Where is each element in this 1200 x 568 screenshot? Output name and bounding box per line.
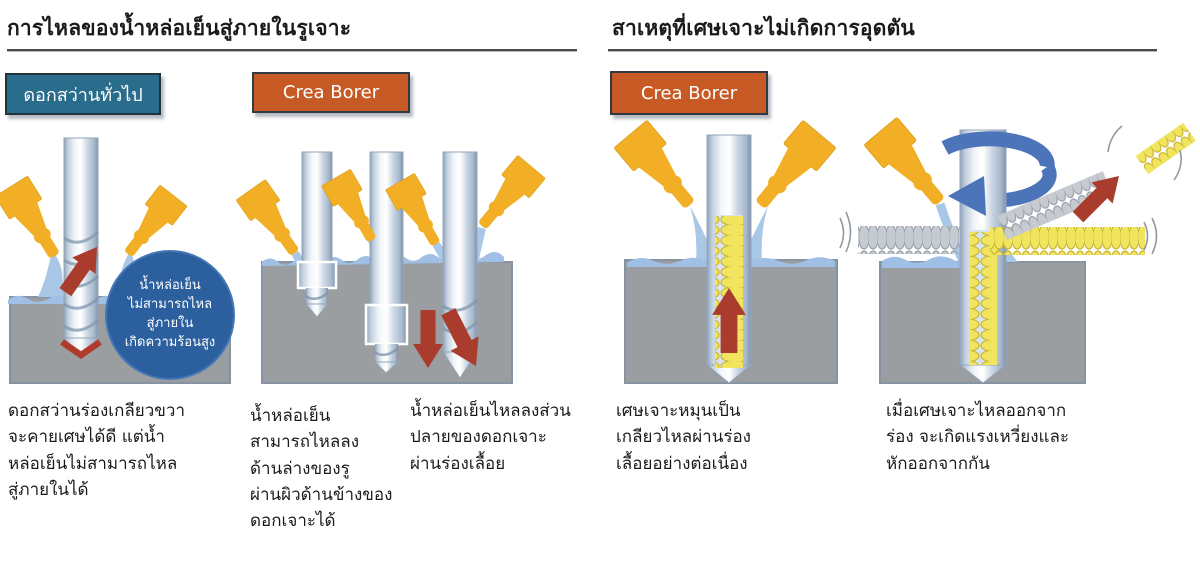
coolant-nozzle-icon (613, 119, 707, 220)
badge-crea-borer-left: Crea Borer (252, 72, 410, 113)
caption-generic-drill: ดอกสว่านร่องเกลียวขวา จะคายเศษได้ดี แต่น… (8, 401, 186, 501)
vibration-marks (1107, 125, 1182, 255)
caption-crea-tip-flow: น้ำหล่อเย็นไหลลงส่วน ปลายของดอกเจาะ ผ่าน… (410, 401, 571, 474)
chip-coil-yellow (969, 122, 1196, 365)
badge-crea-borer-right: Crea Borer (610, 71, 768, 115)
title-underline-left (7, 49, 577, 52)
section-title-left: การไหลของน้ำหล่อเย็นสู่ภายในรูเจาะ (7, 16, 352, 40)
caption-crea-side-flow: น้ำหล่อเย็น สามารถไหลลง ด้านล่างของรู ผ่… (250, 406, 393, 532)
vibration-marks (839, 211, 852, 253)
section-title-right: สาเหตุที่เศษเจาะไม่เกิดการอุดตัน (612, 16, 915, 40)
chip-coil-gray (858, 171, 1113, 254)
illustration-crea-borer-flow (235, 151, 546, 384)
drill-icon (296, 151, 338, 318)
caption-chip-break: เมื่อเศษเจาะไหลออกจาก ร่อง จะเกิดแรงเหวี… (886, 401, 1069, 474)
illustration-generic-drill (0, 137, 235, 384)
coolant-nozzle-icon (863, 116, 957, 217)
rotation-arrow-icon (941, 131, 1055, 216)
drill-icon (62, 137, 100, 359)
badge-crea-borer-left-label: Crea Borer (282, 82, 380, 103)
caption-chip-spiral: เศษเจาะหมุนเป็น เกลียวไหลผ่านร่อง เลื้อย… (616, 401, 751, 474)
badge-crea-borer-right-label: Crea Borer (640, 82, 738, 104)
badge-generic-drill-label: ดอกสว่านทั่วไป (23, 84, 143, 106)
heat-chevron (60, 339, 102, 359)
callout-text: น้ำหล่อเย็น ไม่สามารถไหล สู่ภายใน เกิดคว… (124, 278, 216, 350)
coolant-nozzle-icon (743, 119, 837, 220)
illustration-chip-break (858, 116, 1196, 384)
badge-generic-drill: ดอกสว่านทั่วไป (5, 73, 161, 115)
coolant-nozzle-icon (467, 154, 546, 238)
callout-circle (105, 250, 235, 380)
illustration-chip-spiral (613, 119, 852, 384)
coolant-nozzle-icon (235, 179, 311, 264)
title-underline-right (608, 49, 1157, 52)
coolant-nozzle-icon (0, 175, 72, 267)
drill-icon (364, 151, 409, 374)
